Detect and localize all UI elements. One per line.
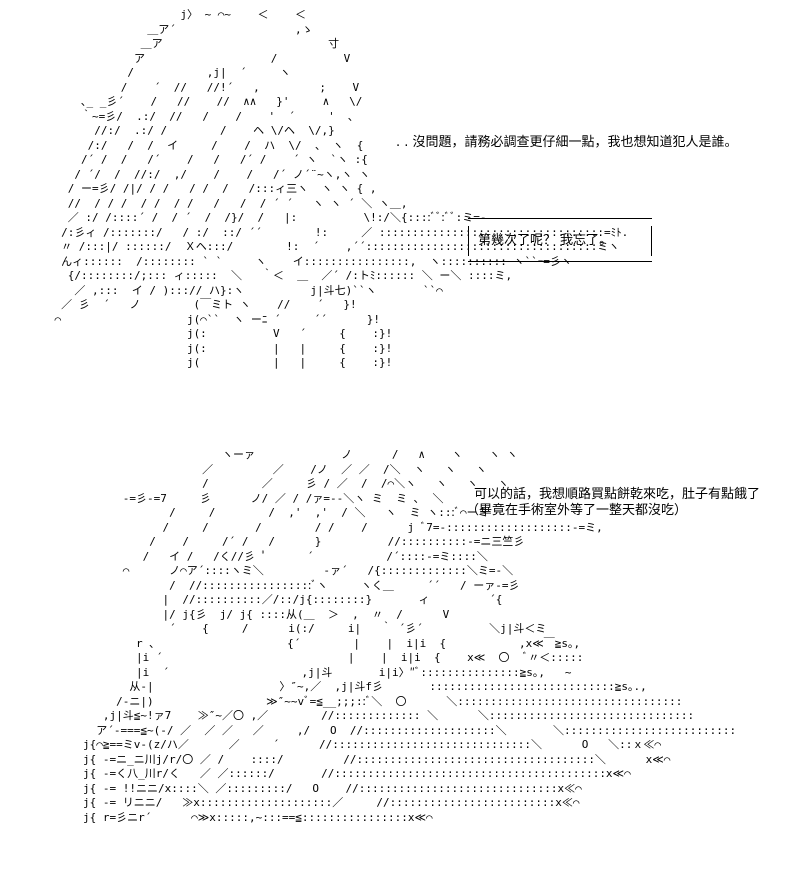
dialogue-box-bottom-rule bbox=[468, 261, 652, 262]
dialogue-box-text: 第幾次了呢？ 我忘了。 bbox=[478, 233, 613, 248]
dialogue-box: 第幾次了呢？ 我忘了。 bbox=[468, 218, 652, 262]
ascii-art-character-bottom: ヽーァ ノ / ∧ ヽ ヽ ヽ ／ ／ /ノ ／ ／ /＼ ヽ ヽ ヽ / ／ … bbox=[82, 448, 737, 824]
dialogue-line-top: . . 沒問題，請務必調查更仔細一點，我也想知道犯人是誰。 bbox=[396, 135, 738, 150]
dialogue-line-bottom-1: 可以的話，我想順路買點餅乾來吃，肚子有點餓了 bbox=[474, 487, 761, 502]
dialogue-box-frame bbox=[468, 226, 652, 256]
dialogue-line-bottom-2: （畢竟在手術室外等了一整天都沒吃） bbox=[466, 503, 688, 518]
dialogue-box-top-rule bbox=[468, 218, 652, 219]
ascii-art-character-top: j〉 ~ ⌒~ ＜ ＜ ＿ア´ ,ゝ ＿ア 寸 ア / V / ,j| ´ ヽ bbox=[54, 8, 629, 369]
